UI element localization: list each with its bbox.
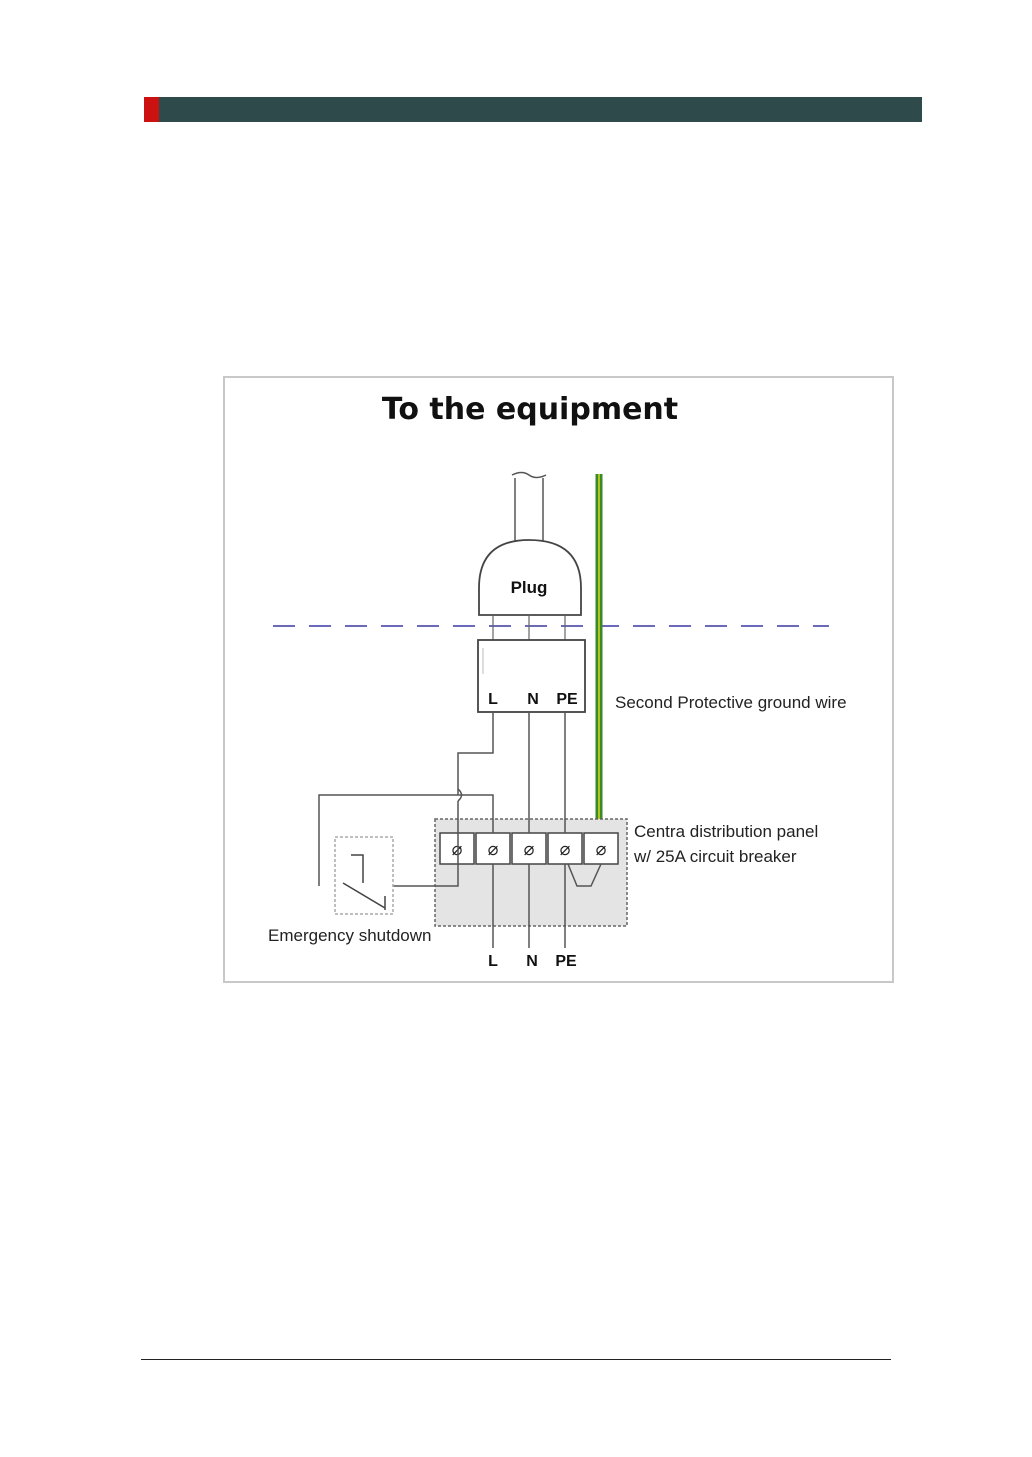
plug-label: Plug bbox=[511, 578, 548, 597]
figure-title: To the equipment bbox=[225, 392, 835, 427]
terminal-symbol: ⌀ bbox=[596, 839, 607, 859]
terminal-symbol: ⌀ bbox=[488, 839, 499, 859]
terminal-symbol: ⌀ bbox=[524, 839, 535, 859]
socket-label-pe: PE bbox=[556, 691, 578, 708]
socket-label-n: N bbox=[527, 691, 539, 708]
cable-break-mark bbox=[512, 473, 546, 478]
socket-label-l: L bbox=[488, 691, 498, 708]
bottom-label-l: L bbox=[488, 953, 498, 970]
bottom-label-pe: PE bbox=[555, 953, 577, 970]
panel-label-line1: Centra distribution panel bbox=[634, 822, 818, 841]
switch-label: Emergency shutdown bbox=[268, 926, 431, 945]
ground-wire-label: Second Protective ground wire bbox=[615, 693, 847, 712]
wire-l-to-switch bbox=[458, 712, 493, 795]
panel-label-line2: w/ 25A circuit breaker bbox=[633, 847, 797, 866]
terminal-symbol: ⌀ bbox=[452, 839, 463, 859]
wiring-diagram-figure: Plug L N PE Second Protective ground wir… bbox=[223, 376, 894, 983]
bottom-label-n: N bbox=[526, 953, 538, 970]
header-accent bbox=[144, 97, 159, 122]
terminal-symbol: ⌀ bbox=[560, 839, 571, 859]
wiring-diagram: Plug L N PE Second Protective ground wir… bbox=[225, 378, 892, 981]
terminal-strip: ⌀ ⌀ ⌀ ⌀ ⌀ bbox=[440, 833, 618, 864]
footer-rule bbox=[141, 1359, 891, 1360]
header-bar bbox=[144, 97, 922, 122]
